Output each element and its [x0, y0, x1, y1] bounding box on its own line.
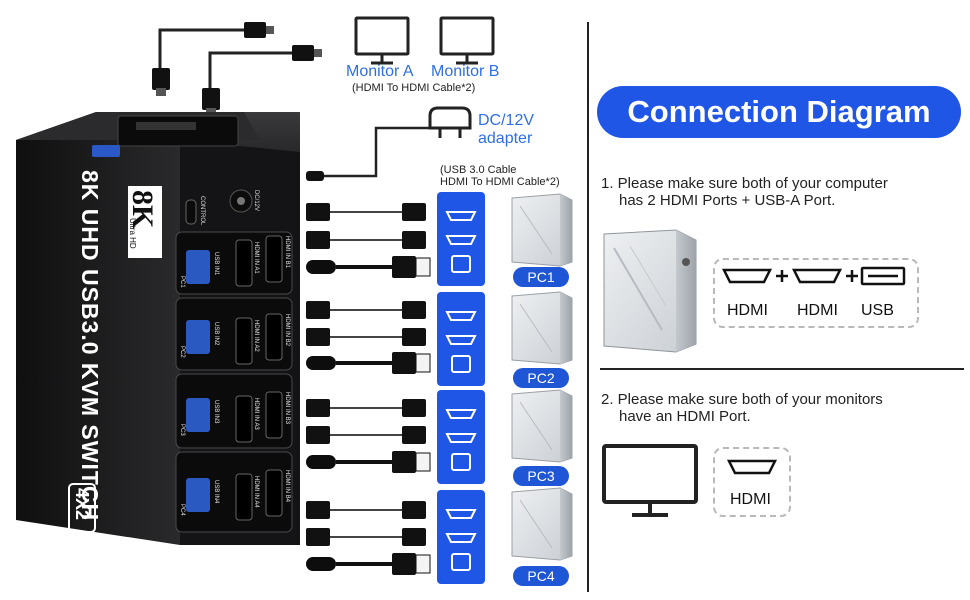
monitor-cable-note: (HDMI To HDMI Cable*2): [352, 82, 476, 94]
cable-group-3: [306, 399, 431, 473]
step2-port-box: [713, 447, 791, 517]
device-badge-box: [68, 483, 96, 533]
usb-label-4: USB IN4: [213, 480, 219, 504]
monitor-a-label: Monitor A: [346, 63, 414, 80]
pc-cable-note-line1: (USB 3.0 Cable: [440, 164, 517, 176]
section-divider: [587, 22, 589, 592]
hdmi-a-label-1: HDMI IN A1: [253, 242, 259, 274]
monitor-icon: [602, 444, 698, 517]
hdmi-a-label-2: HDMI IN A2: [253, 320, 259, 352]
power-adapter-icon: [428, 106, 472, 138]
label-dc12v: DC/12V: [253, 190, 259, 211]
monitor-b-icon: [439, 16, 495, 65]
hdmi-b-label-2: HDMI IN B2: [284, 314, 290, 347]
dc-plug: [306, 171, 324, 181]
hdmi-port-icon-1: [721, 268, 773, 284]
computer-case-icon: [603, 229, 697, 353]
pc1-badge: PC1: [513, 267, 569, 287]
cable-group-1: [306, 203, 431, 278]
hdmi-b-label-4: HDMI IN B4: [284, 470, 290, 503]
plus-icon: [776, 270, 858, 282]
step-divider: [600, 368, 964, 370]
pc2-badge: PC2: [513, 368, 569, 388]
hdmi-b-label-3: HDMI IN B3: [284, 392, 290, 425]
monitor-a-icon: [354, 16, 410, 65]
pc3-badge: PC3: [513, 466, 569, 486]
hdmi-a-label-3: HDMI IN A3: [253, 398, 259, 430]
device-badge: 4X2: [72, 488, 92, 520]
usb-label-2: USB IN2: [213, 322, 219, 346]
usb-label-3: USB IN3: [213, 400, 219, 424]
step1-port-label-hdmi-1: HDMI: [727, 302, 768, 319]
usb-label-1: USB IN1: [213, 252, 219, 276]
hdmi-b-label-1: HDMI IN B1: [284, 236, 290, 269]
step2-port-label-hdmi: HDMI: [730, 491, 771, 508]
adapter-label-line1: DC/12V: [478, 112, 535, 129]
step1-port-label-hdmi-2: HDMI: [797, 302, 838, 319]
pc-cable-groups: [306, 203, 431, 575]
step1-line1: 1. Please make sure both of your compute…: [601, 175, 888, 192]
step2-line1: 2. Please make sure both of your monitor…: [601, 391, 883, 408]
logo-8k: 8K: [126, 190, 159, 229]
monitor-cables: [158, 28, 292, 92]
device-model-text: 8K UHD USB3.0 KVM SWITCH: [77, 170, 103, 521]
step1-line2: has 2 HDMI Ports + USB-A Port.: [619, 192, 836, 209]
panel-row-label-2: PC2: [179, 346, 185, 358]
adapter-label-line2: adapter: [478, 130, 533, 147]
card-port-icons: [445, 211, 477, 571]
usb-port-icon: [860, 266, 906, 286]
pc-cable-note-line2: HDMI To HDMI Cable*2): [440, 176, 560, 188]
adapter-cable: [322, 126, 448, 178]
connection-diagram-title: Connection Diagram: [597, 86, 961, 138]
pc-towers: [511, 193, 573, 561]
hdmi-port-icon-2: [791, 268, 843, 284]
label-control: CONTROL: [199, 196, 205, 226]
step2-line2: have an HDMI Port.: [619, 408, 751, 425]
hdmi-a-label-4: HDMI IN A4: [253, 476, 259, 508]
kvm-port-panels: [175, 231, 293, 533]
monitor-b-label: Monitor B: [431, 63, 500, 80]
pc4-badge: PC4: [513, 566, 569, 586]
cable-group-2: [306, 301, 431, 374]
cable-group-4: [306, 501, 431, 575]
panel-row-label-3: PC3: [179, 424, 185, 436]
step1-ports-box: [713, 258, 919, 328]
logo-ultra-hd: Ultra HD: [128, 218, 137, 249]
hdmi-port-icon-3: [726, 459, 778, 475]
step1-port-label-usb: USB: [861, 302, 894, 319]
8k-logo-box: [128, 186, 162, 258]
pc-port-cards: [437, 192, 485, 584]
panel-row-label-4: PC4: [179, 504, 185, 516]
panel-row-label-1: PC1: [179, 276, 185, 288]
monitor-cable-plugs: [152, 22, 322, 116]
